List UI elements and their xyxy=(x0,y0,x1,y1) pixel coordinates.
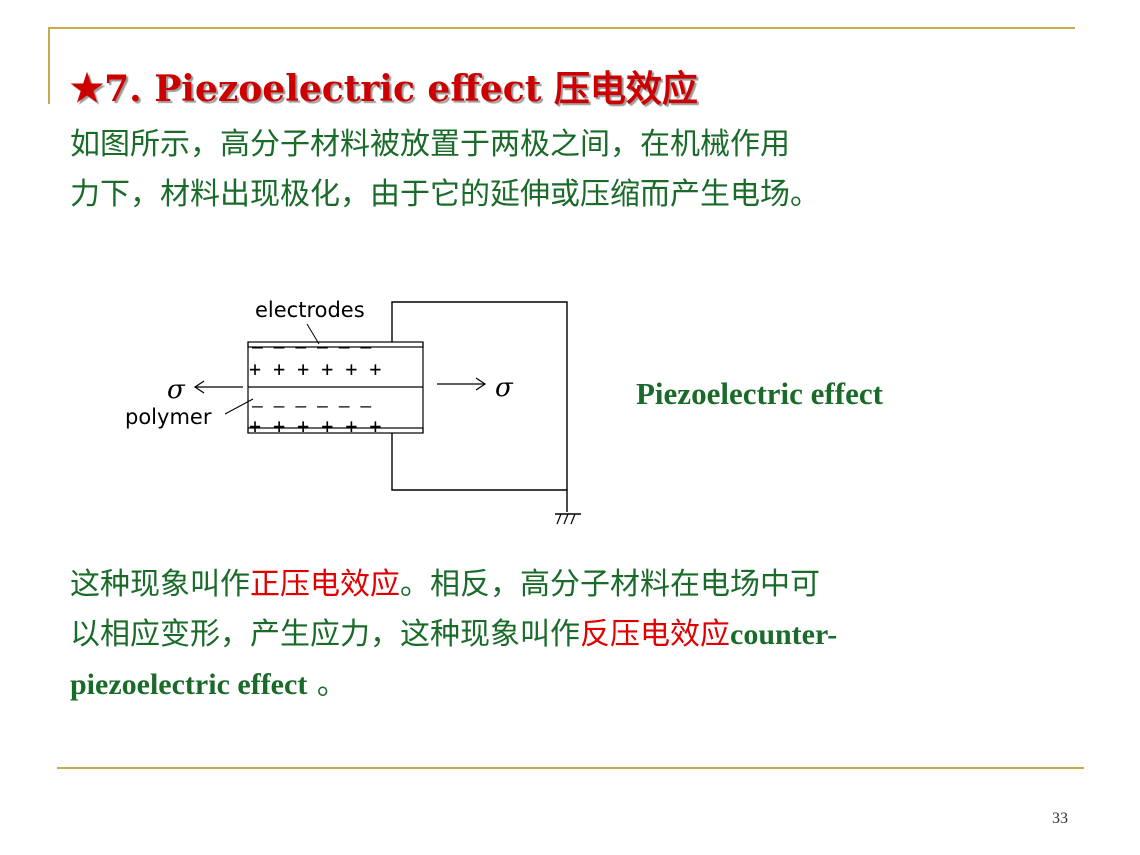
frame-top-rule xyxy=(48,27,1075,29)
charge-row-bottom-minus: – – – – – – xyxy=(252,396,371,417)
intro-line-2: 力下，材料出现极化，由于它的延伸或压缩而产生电场。 xyxy=(70,177,820,212)
explanation-line-1: 这种现象叫作正压电效应。相反，高分子材料在电场中可 xyxy=(70,560,837,610)
explanation-text: 。 xyxy=(307,667,347,702)
explanation-text: 。相反，高分子材料在电场中可 xyxy=(400,567,820,602)
ground-icon xyxy=(555,513,581,525)
page-number: 33 xyxy=(1052,810,1068,827)
electrodes-pointer xyxy=(306,323,320,345)
slide-title-text: 7. Piezoelectric effect 压电效应 xyxy=(104,68,698,110)
sigma-right-label: σ xyxy=(495,373,514,403)
converse-effect-term: 反压电效应 xyxy=(580,617,730,652)
charge-row-top-minus: – – – – – – xyxy=(252,337,371,358)
explanation-line-3: piezoelectric effect 。 xyxy=(70,660,837,710)
frame-left-rule xyxy=(48,27,50,104)
direct-effect-term: 正压电效应 xyxy=(250,567,400,602)
intro-paragraph: 如图所示，高分子材料被放置于两极之间，在机械作用 力下，材料出现极化，由于它的延… xyxy=(70,120,820,220)
diagram-caption: Piezoelectric effect xyxy=(636,376,883,411)
charge-row-bottom-plus: + + + + + + xyxy=(249,414,381,438)
slide-title: ★7. Piezoelectric effect 压电效应 xyxy=(70,60,698,112)
explanation-paragraph: 这种现象叫作正压电效应。相反，高分子材料在电场中可 以相应变形，产生应力，这种现… xyxy=(70,560,837,710)
explanation-text: 以相应变形，产生应力，这种现象叫作 xyxy=(70,617,580,652)
star-icon: ★ xyxy=(70,65,105,110)
piezo-diagram: – – – – – – + + + + + + – – – – – – + + … xyxy=(125,298,581,525)
right-arrow-icon xyxy=(437,377,487,391)
explanation-text: 这种现象叫作 xyxy=(70,567,250,602)
polymer-label: polymer xyxy=(125,405,212,429)
frame-bottom-rule xyxy=(57,767,1084,769)
converse-effect-english: piezoelectric effect xyxy=(70,668,308,701)
charge-row-top-plus: + + + + + + xyxy=(249,357,381,381)
sigma-left-label: σ xyxy=(167,375,186,405)
converse-effect-english: counter- xyxy=(730,618,838,651)
electrodes-label: electrodes xyxy=(255,298,365,322)
circuit-wire-bottom xyxy=(391,433,568,512)
left-arrow-icon xyxy=(193,380,243,394)
circuit-wire-top xyxy=(391,301,568,490)
explanation-line-2: 以相应变形，产生应力，这种现象叫作反压电效应counter- xyxy=(70,610,837,660)
polymer-pointer xyxy=(224,398,254,415)
intro-line-1: 如图所示，高分子材料被放置于两极之间，在机械作用 xyxy=(70,127,790,162)
